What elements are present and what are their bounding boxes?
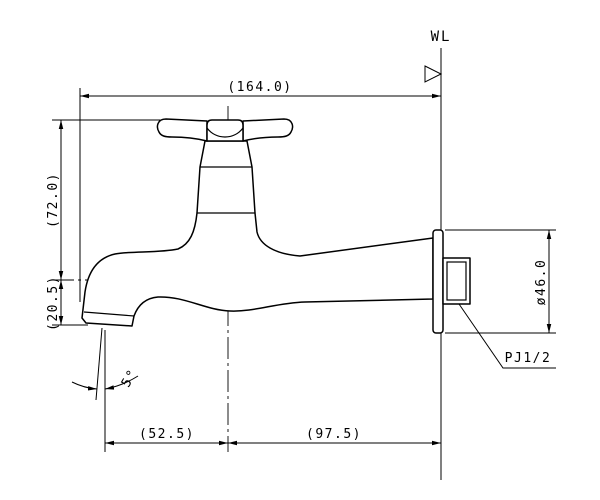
thread-callout: PJ1/2 (505, 351, 552, 366)
dimension-nozzle-drop: (20.5) (46, 275, 61, 331)
water-level-triangle-icon (424, 65, 443, 83)
handle-right-wing (242, 118, 294, 142)
nozzle-angle-label: 5° (119, 366, 141, 390)
dimension-nozzle-to-center: (52.5) (139, 427, 195, 442)
handle-center-knob (206, 119, 244, 142)
aerator-line (83, 311, 135, 317)
thread-inner-outline (446, 261, 467, 301)
wall-flange (432, 229, 444, 334)
handle-knob-contour (206, 127, 244, 138)
dimension-overall-length: (164.0) (227, 80, 292, 95)
thread-leader-line (458, 303, 556, 369)
dimension-handle-height: (72.0) (46, 172, 61, 228)
faucet-body (81, 140, 434, 327)
handle-left-wing (156, 118, 208, 142)
cross-handle (156, 118, 294, 142)
dimension-center-to-wall: (97.5) (306, 427, 362, 442)
wall-label: WL (431, 29, 452, 45)
dimension-flange-diameter: ø46.0 (534, 259, 549, 306)
angle-arc-right (104, 375, 139, 390)
angle-arc-left (71, 381, 98, 391)
nozzle-flow-line (95, 327, 103, 401)
